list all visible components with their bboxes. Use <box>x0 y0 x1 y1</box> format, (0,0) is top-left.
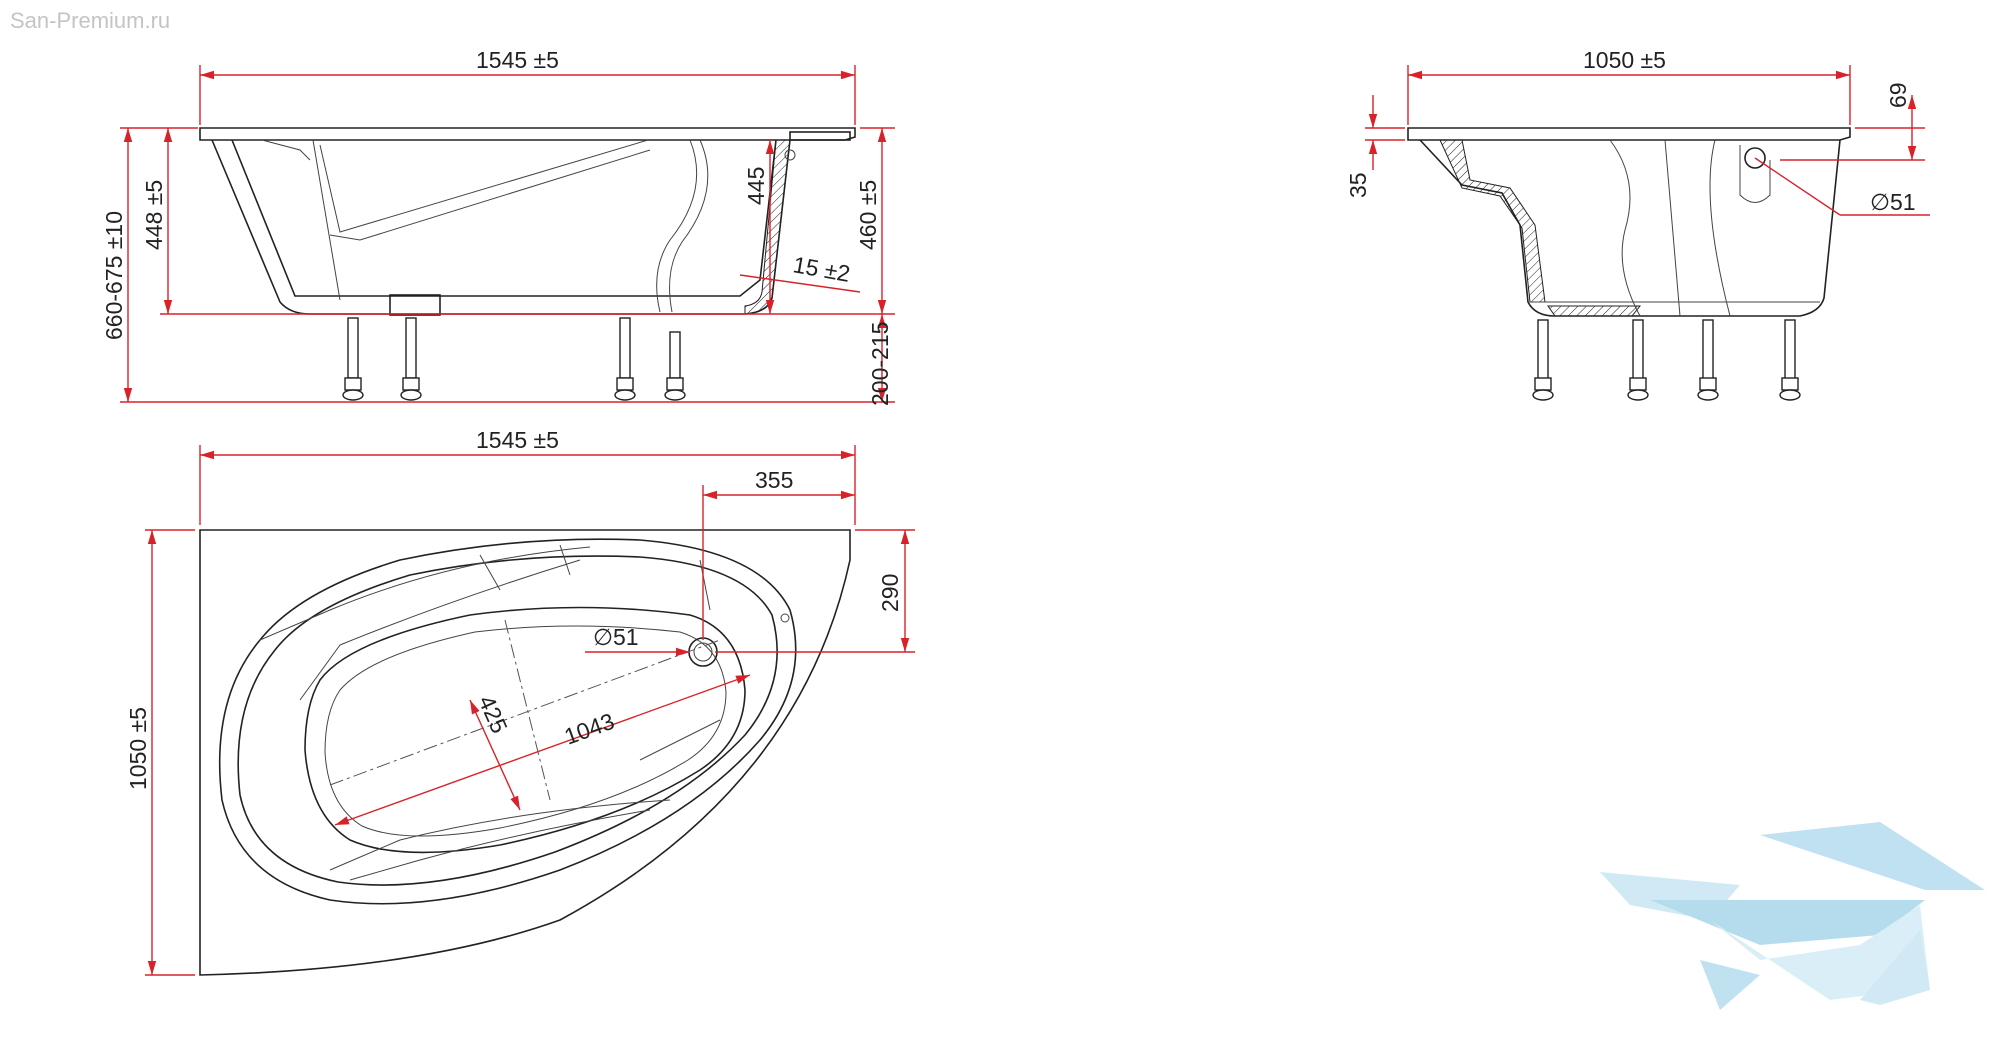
total-height-label: 660-675 ±10 <box>101 211 127 340</box>
side-legs <box>342 317 686 401</box>
brand-logo <box>1600 822 1985 1010</box>
plan-dimensions <box>145 445 915 976</box>
end-dimensions <box>1365 65 1930 216</box>
side-view: 1545 ±5 660-675 ±10 448 ±5 445 460 ±5 20… <box>101 47 895 406</box>
inner-depth-label: 448 ±5 <box>141 180 167 250</box>
end-diameter-symbol: ∅ <box>1870 189 1890 215</box>
depth-label: 445 <box>743 167 769 205</box>
plan-width-label: 1050 ±5 <box>125 707 151 790</box>
drain-x-label: 355 <box>755 467 793 493</box>
plan-diameter-symbol: ∅ <box>593 624 613 650</box>
offset-label: 35 <box>1345 172 1371 198</box>
end-width-label: 1050 ±5 <box>1583 47 1666 73</box>
inner-width-label: 425 <box>473 691 512 737</box>
leg-height-label: 200-215 <box>867 322 893 406</box>
end-drain-label: 51 <box>1890 189 1916 215</box>
inner-length-label: 1043 <box>561 708 618 750</box>
body-height-label: 460 ±5 <box>855 180 881 250</box>
end-view: 1050 ±5 69 35 ∅ 51 <box>1345 47 1930 401</box>
side-length-label: 1545 ±5 <box>476 47 559 73</box>
drain-y-label: 290 <box>877 574 903 612</box>
side-dimensions <box>120 65 895 403</box>
plan-length-label: 1545 ±5 <box>476 427 559 453</box>
site-watermark: San-Premium.ru <box>10 8 171 33</box>
plan-view: 1545 ±5 355 290 1050 ±5 ∅ 51 425 1043 <box>125 427 915 976</box>
end-legs <box>1532 319 1801 401</box>
slope-label: 15 ±2 <box>791 251 852 287</box>
plan-drain-label: 51 <box>613 624 639 650</box>
rim-label: 69 <box>1885 82 1911 108</box>
